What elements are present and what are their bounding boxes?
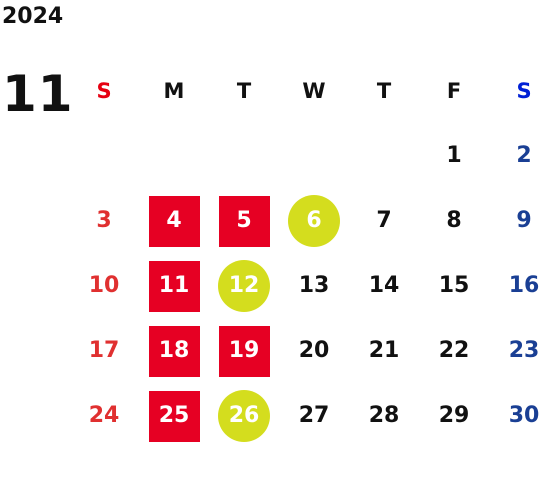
day-number: 23 [508, 338, 540, 363]
day-number: 2 [516, 143, 532, 168]
day-number: 20 [298, 338, 330, 363]
day-number: 12 [228, 273, 260, 298]
month-number: 11 [2, 65, 74, 123]
day-cell: 16 [489, 253, 548, 318]
empty-cell [209, 123, 279, 188]
day-cell: 13 [279, 253, 349, 318]
day-number: 28 [368, 403, 400, 428]
day-number: 29 [438, 403, 470, 428]
day-cell: 22 [419, 318, 489, 383]
day-number: 14 [368, 273, 400, 298]
day-number: 1 [446, 143, 462, 168]
day-cell: 26 [209, 383, 279, 448]
day-cell: 8 [419, 188, 489, 253]
day-cell: 18 [139, 318, 209, 383]
day-cell: 9 [489, 188, 548, 253]
day-cell: 17 [69, 318, 139, 383]
closed-day-marker [219, 325, 270, 377]
day-number: 27 [298, 403, 330, 428]
day-number: 7 [376, 208, 392, 233]
day-cell: 2 [489, 123, 548, 188]
day-number: 17 [88, 338, 120, 363]
day-number: 19 [228, 338, 260, 363]
day-number: 13 [298, 273, 330, 298]
closed-day-marker [149, 390, 200, 442]
half-day-marker [218, 259, 270, 312]
day-cell: 30 [489, 383, 548, 448]
day-cell: 25 [139, 383, 209, 448]
day-cell: 21 [349, 318, 419, 383]
day-cell: 15 [419, 253, 489, 318]
day-number: 22 [438, 338, 470, 363]
day-cell: 28 [349, 383, 419, 448]
day-number: 10 [88, 273, 120, 298]
closed-day-marker [219, 195, 270, 247]
day-number: 21 [368, 338, 400, 363]
day-cell: 10 [69, 253, 139, 318]
empty-cell [69, 123, 139, 188]
day-cell: 4 [139, 188, 209, 253]
day-cell: 24 [69, 383, 139, 448]
closed-day-marker [149, 195, 200, 247]
day-number: 8 [446, 208, 462, 233]
day-cell: 20 [279, 318, 349, 383]
weekday-header-tuesday: T [236, 78, 252, 103]
day-number: 9 [516, 208, 532, 233]
weekday-header-thursday: T [376, 78, 392, 103]
day-cell: 1 [419, 123, 489, 188]
day-cell: 5 [209, 188, 279, 253]
day-cell: 23 [489, 318, 548, 383]
weekday-header-friday: F [446, 78, 462, 103]
day-number: 4 [166, 208, 182, 233]
empty-cell [279, 123, 349, 188]
day-cell: 11 [139, 253, 209, 318]
weekday-header-sunday: S [96, 78, 112, 103]
day-number: 24 [88, 403, 120, 428]
day-number: 6 [306, 208, 322, 233]
day-cell: 3 [69, 188, 139, 253]
half-day-marker [218, 389, 270, 442]
weekday-header-wednesday: W [302, 78, 326, 103]
day-number: 3 [96, 208, 112, 233]
day-number: 30 [508, 403, 540, 428]
weekday-header-saturday: S [516, 78, 532, 103]
day-number: 5 [236, 208, 252, 233]
day-cell: 12 [209, 253, 279, 318]
day-number: 18 [158, 338, 190, 363]
day-number: 15 [438, 273, 470, 298]
day-number: 16 [508, 273, 540, 298]
year-label: 2024 [2, 4, 64, 29]
day-cell: 7 [349, 188, 419, 253]
empty-cell [349, 123, 419, 188]
day-cell: 19 [209, 318, 279, 383]
day-number: 11 [158, 273, 190, 298]
closed-day-marker [149, 325, 200, 377]
closed-day-marker [149, 260, 200, 312]
day-cell: 29 [419, 383, 489, 448]
day-cell: 27 [279, 383, 349, 448]
day-number: 25 [158, 403, 190, 428]
half-day-marker [288, 194, 340, 247]
weekday-header-monday: M [163, 78, 185, 103]
day-number: 26 [228, 403, 260, 428]
day-cell: 6 [279, 188, 349, 253]
empty-cell [139, 123, 209, 188]
day-cell: 14 [349, 253, 419, 318]
